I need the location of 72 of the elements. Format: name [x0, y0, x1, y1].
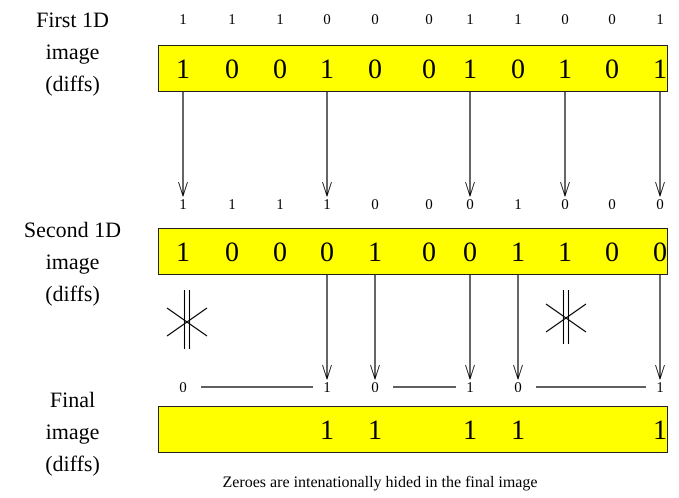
row-label: First 1D image (diffs): [35, 6, 110, 98]
run-bit: 0: [607, 11, 617, 29]
bit-digit: 0: [421, 236, 437, 270]
bit-digit: 1: [175, 236, 191, 270]
row-label: Second 1D image (diffs): [23, 216, 122, 308]
bit-digit: 1: [510, 236, 526, 270]
run-bit: 0: [322, 11, 332, 29]
run-bit: 1: [465, 379, 475, 397]
bit-digit: 0: [604, 236, 620, 270]
bit-digit: 0: [462, 236, 478, 270]
run-bit: 1: [178, 196, 188, 214]
run-bit: 0: [370, 379, 380, 397]
arrow: [560, 92, 570, 196]
run-bit: 1: [275, 11, 285, 29]
arrow: [178, 92, 188, 196]
bit-digit: 0: [272, 236, 288, 270]
bit-digit: 1: [557, 53, 573, 87]
arrow: [513, 275, 523, 380]
arrow: [655, 275, 665, 380]
run-bit: 1: [465, 11, 475, 29]
run-bit: 0: [513, 379, 523, 397]
bit-digit: 1: [510, 414, 526, 448]
bit-digit: 0: [604, 53, 620, 87]
run-bit: 0: [655, 196, 665, 214]
bit-digit: 1: [175, 53, 191, 87]
bit-digit: 0: [224, 236, 240, 270]
bit-digit: 0: [224, 53, 240, 87]
bit-digit: 1: [462, 414, 478, 448]
run-line: [393, 386, 456, 388]
run-bit: 0: [424, 196, 434, 214]
arrow: [655, 92, 665, 196]
run-bit: 0: [424, 11, 434, 29]
run-bit: 1: [227, 196, 237, 214]
bit-digit: 0: [272, 53, 288, 87]
arrow: [465, 275, 475, 380]
run-bit: 0: [465, 196, 475, 214]
run-bit: 0: [370, 196, 380, 214]
run-bit: 1: [322, 196, 332, 214]
bit-digit: 0: [510, 53, 526, 87]
arrow: [322, 92, 332, 196]
bit-digit: 0: [421, 53, 437, 87]
row-label: Final image (diffs): [44, 386, 101, 478]
bit-digit: 0: [367, 53, 383, 87]
caption: Zeroes are intenationally hided in the final image: [222, 474, 538, 492]
run-bit: 1: [227, 11, 237, 29]
run-bit: 1: [275, 196, 285, 214]
run-bit: 1: [655, 379, 665, 397]
bit-digit: 1: [367, 236, 383, 270]
bit-digit: 1: [652, 414, 668, 448]
run-bit: 0: [607, 196, 617, 214]
bit-digit: 1: [319, 414, 335, 448]
bit-digit: 1: [557, 236, 573, 270]
run-bit: 1: [513, 11, 523, 29]
run-bit: 1: [513, 196, 523, 214]
bit-digit: 1: [367, 414, 383, 448]
run-bit: 0: [370, 11, 380, 29]
arrow: [370, 275, 380, 380]
bit-digit: 1: [652, 53, 668, 87]
run-line: [201, 386, 313, 388]
run-bit: 0: [178, 379, 188, 397]
run-bit: 1: [322, 379, 332, 397]
run-bit: 0: [560, 196, 570, 214]
bit-digit: 1: [319, 53, 335, 87]
run-bit: 1: [178, 11, 188, 29]
arrow: [322, 275, 332, 380]
bit-digit: 0: [319, 236, 335, 270]
run-line: [536, 386, 646, 388]
arrow: [465, 92, 475, 196]
bit-digit: 0: [652, 236, 668, 270]
bit-digit: 1: [462, 53, 478, 87]
run-bit: 1: [655, 11, 665, 29]
run-bit: 0: [560, 11, 570, 29]
